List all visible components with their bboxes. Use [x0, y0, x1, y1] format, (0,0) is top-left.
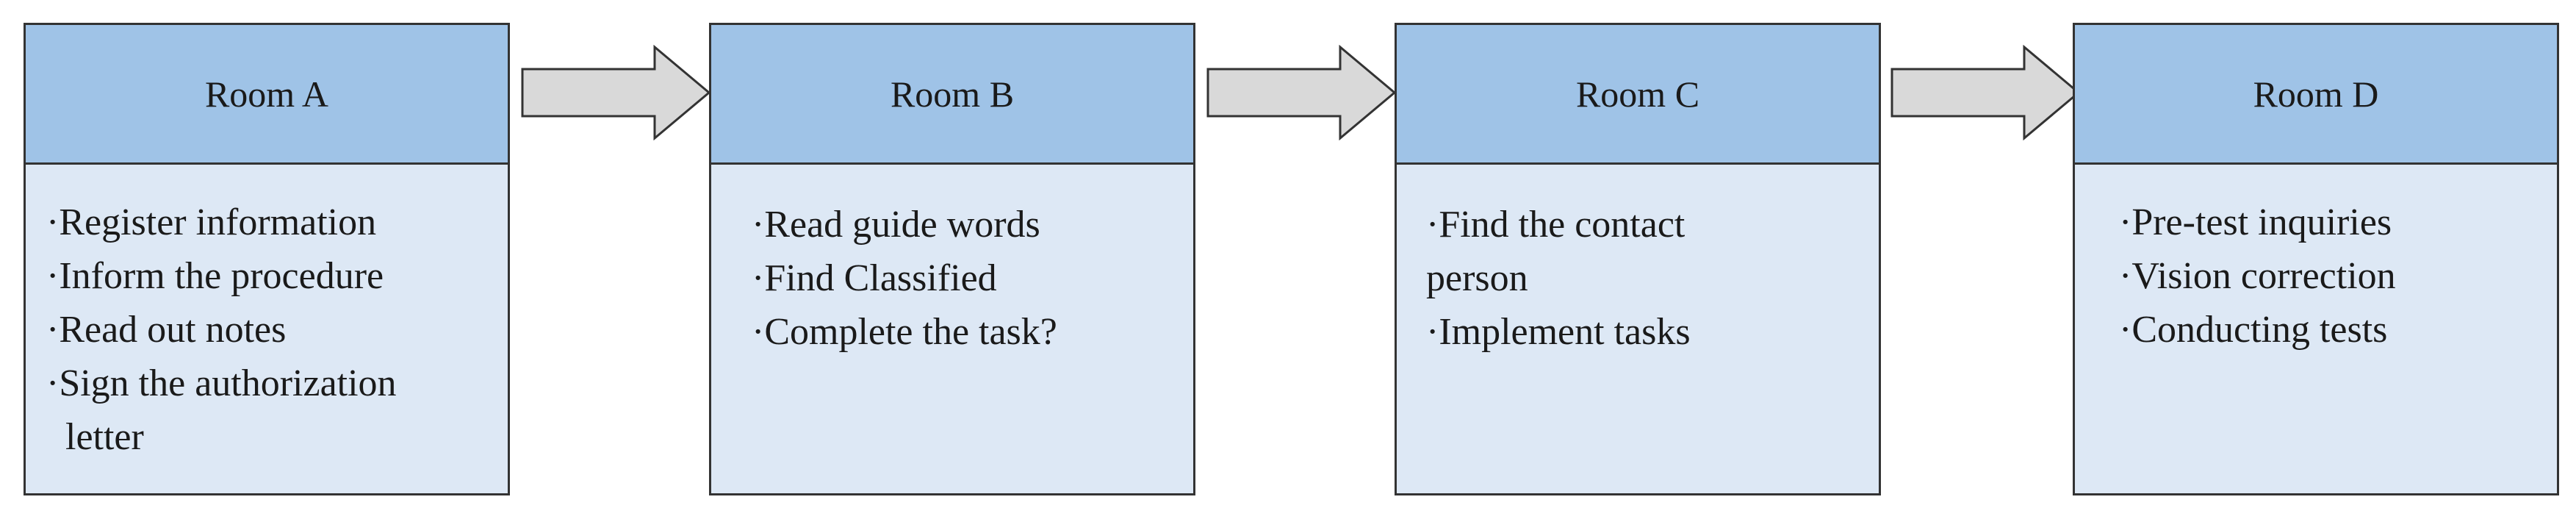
- room-d-item: ·Pre-test inquiries: [2119, 201, 2392, 243]
- room-c-item: ·Find the contact: [1426, 204, 1685, 246]
- room-a-box: Room A ·Register information ·Inform the…: [24, 23, 510, 495]
- room-a-item: ·Inform the procedure: [46, 255, 384, 297]
- room-d-header: Room D: [2075, 25, 2557, 165]
- room-d-item: ·Vision correction: [2119, 255, 2396, 297]
- room-b-title: Room B: [890, 73, 1015, 115]
- room-b-header: Room B: [711, 25, 1193, 165]
- flow-arrow-c-to-d: [1890, 45, 2081, 140]
- room-c-item: person: [1426, 257, 1528, 299]
- room-a-item: letter: [46, 416, 144, 458]
- flow-arrow-b-to-c: [1206, 45, 1397, 140]
- room-d-item: ·Conducting tests: [2119, 309, 2388, 351]
- room-a-title: Room A: [204, 73, 329, 115]
- room-d-box: Room D ·Pre-test inquiries ·Vision corre…: [2073, 23, 2559, 495]
- room-b-item: ·Find Classified: [752, 257, 997, 299]
- room-a-item: ·Sign the authorization: [46, 362, 397, 404]
- room-d-title: Room D: [2253, 73, 2379, 115]
- room-c-body: ·Find the contact person ·Implement task…: [1397, 165, 1879, 493]
- room-b-body: ·Read guide words ·Find Classified ·Comp…: [711, 165, 1193, 493]
- room-c-title: Room C: [1575, 73, 1700, 115]
- room-a-item: ·Register information: [46, 201, 377, 243]
- room-c-box: Room C ·Find the contact person ·Impleme…: [1395, 23, 1881, 495]
- room-a-body: ·Register information ·Inform the proced…: [26, 165, 508, 493]
- room-b-item: ·Read guide words: [752, 204, 1040, 246]
- room-b-box: Room B ·Read guide words ·Find Classifie…: [709, 23, 1195, 495]
- room-c-item: ·Implement tasks: [1426, 311, 1691, 353]
- room-b-item: ·Complete the task?: [752, 311, 1057, 353]
- room-a-item: ·Read out notes: [46, 309, 287, 351]
- flow-arrow-a-to-b: [521, 45, 711, 140]
- room-d-body: ·Pre-test inquiries ·Vision correction ·…: [2075, 165, 2557, 493]
- room-a-header: Room A: [26, 25, 508, 165]
- room-c-header: Room C: [1397, 25, 1879, 165]
